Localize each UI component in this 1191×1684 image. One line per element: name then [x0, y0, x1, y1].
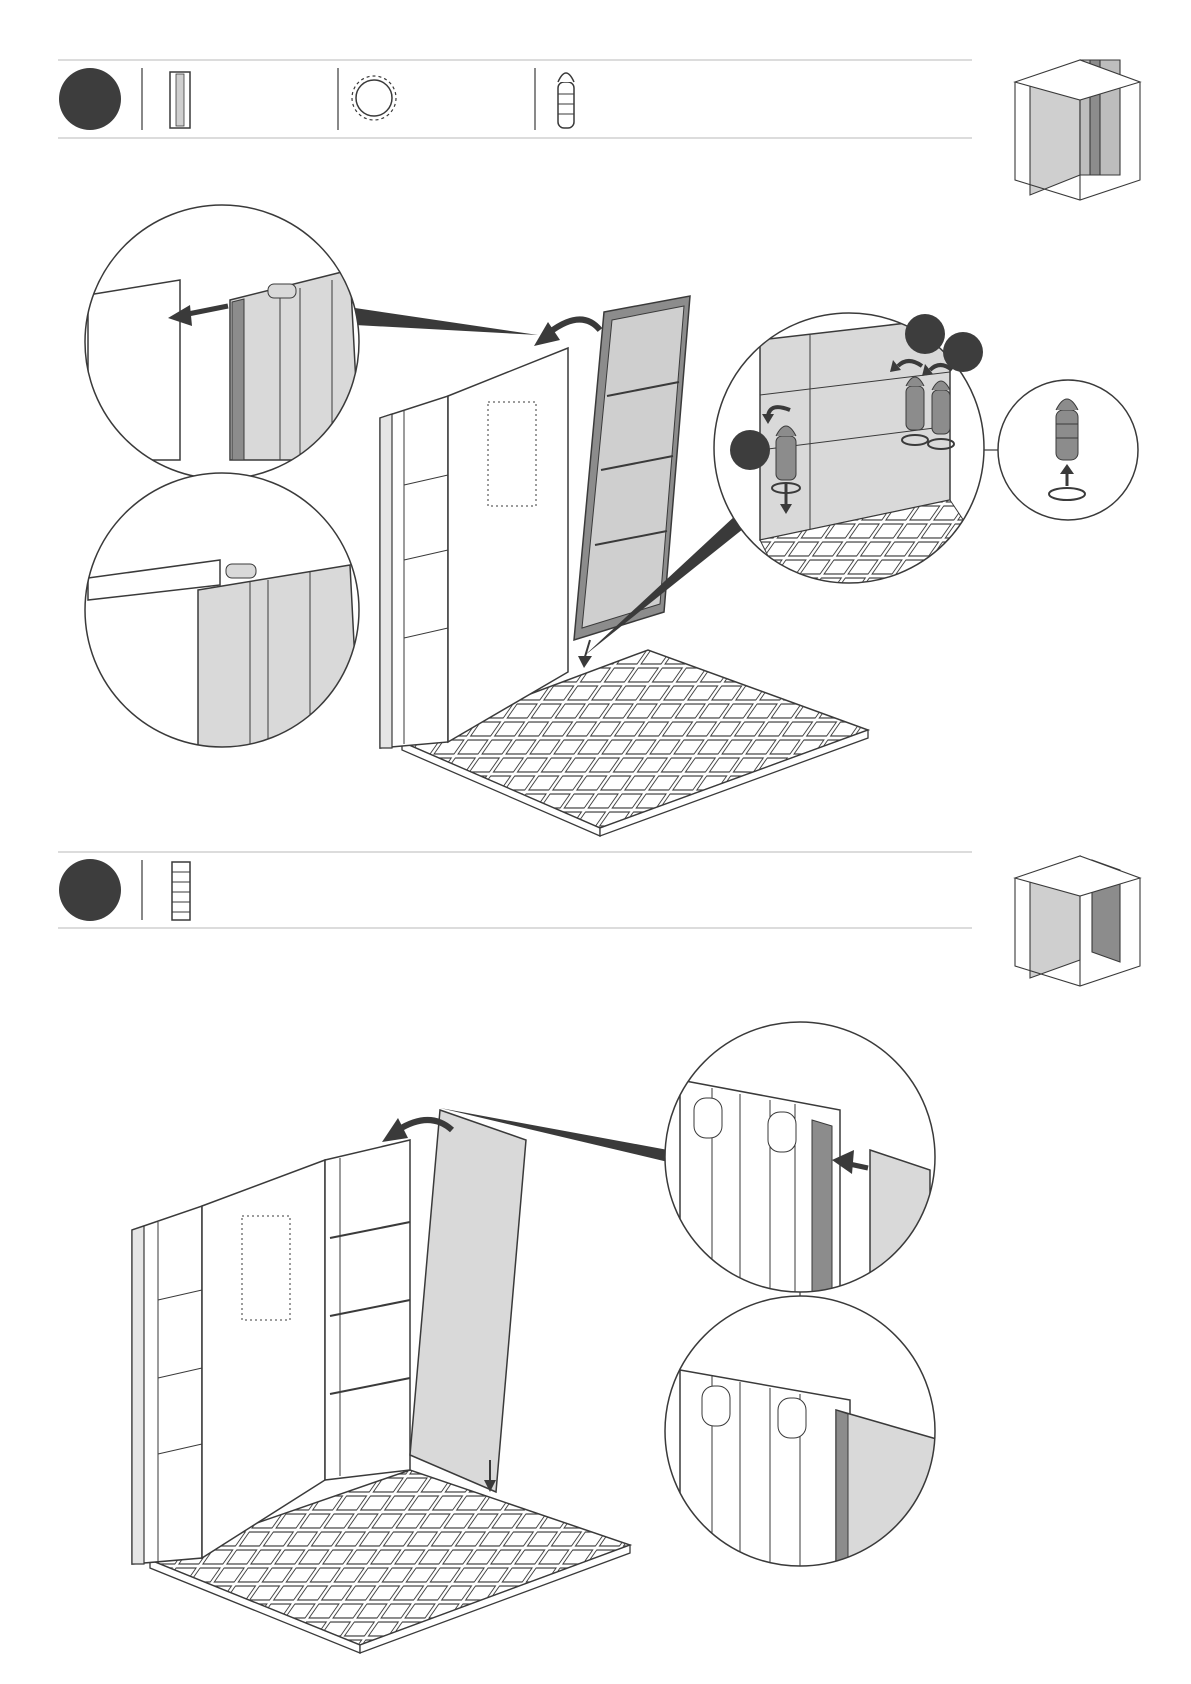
detail-view-panel-approach: [660, 1020, 940, 1300]
detail-view-panel-seated: [80, 470, 370, 760]
back-wall-panel: [448, 348, 568, 742]
shed-locator-diagram: [1015, 856, 1140, 986]
ring-connector-icon: [352, 76, 396, 120]
callout-badge: [905, 314, 945, 354]
detail-view-pin-closeup: [998, 380, 1138, 520]
step-a-header: [58, 60, 972, 138]
dowel-pin-icon: [906, 377, 924, 430]
dowel-pin-icon: [932, 381, 950, 434]
callout-badge: [730, 430, 770, 470]
detail-view-pin-insertion: [710, 310, 990, 600]
dowel-pin-icon: [1056, 399, 1078, 460]
wall-panel-strip-icon: [170, 72, 190, 128]
callout-badge: [943, 332, 983, 372]
leader-wedge: [355, 308, 538, 335]
detail-view-panel-seated: [660, 1296, 940, 1580]
new-wall-panel: [574, 296, 690, 640]
wall-panel-strip-icon: [172, 862, 190, 920]
new-wall-panel: [410, 1110, 526, 1492]
back-wall-panel: [202, 1160, 325, 1558]
installed-wall-panel: [325, 1140, 410, 1480]
step-b-header: [58, 852, 972, 928]
rotate-arrow: [550, 319, 600, 332]
shed-locator-diagram: [1015, 60, 1140, 200]
dowel-pin-icon: [558, 73, 574, 128]
step-number-badge: [59, 859, 121, 921]
dowel-pin-icon: [776, 426, 796, 480]
detail-view-panel-approach: [80, 200, 370, 490]
step-number-badge: [59, 68, 121, 130]
